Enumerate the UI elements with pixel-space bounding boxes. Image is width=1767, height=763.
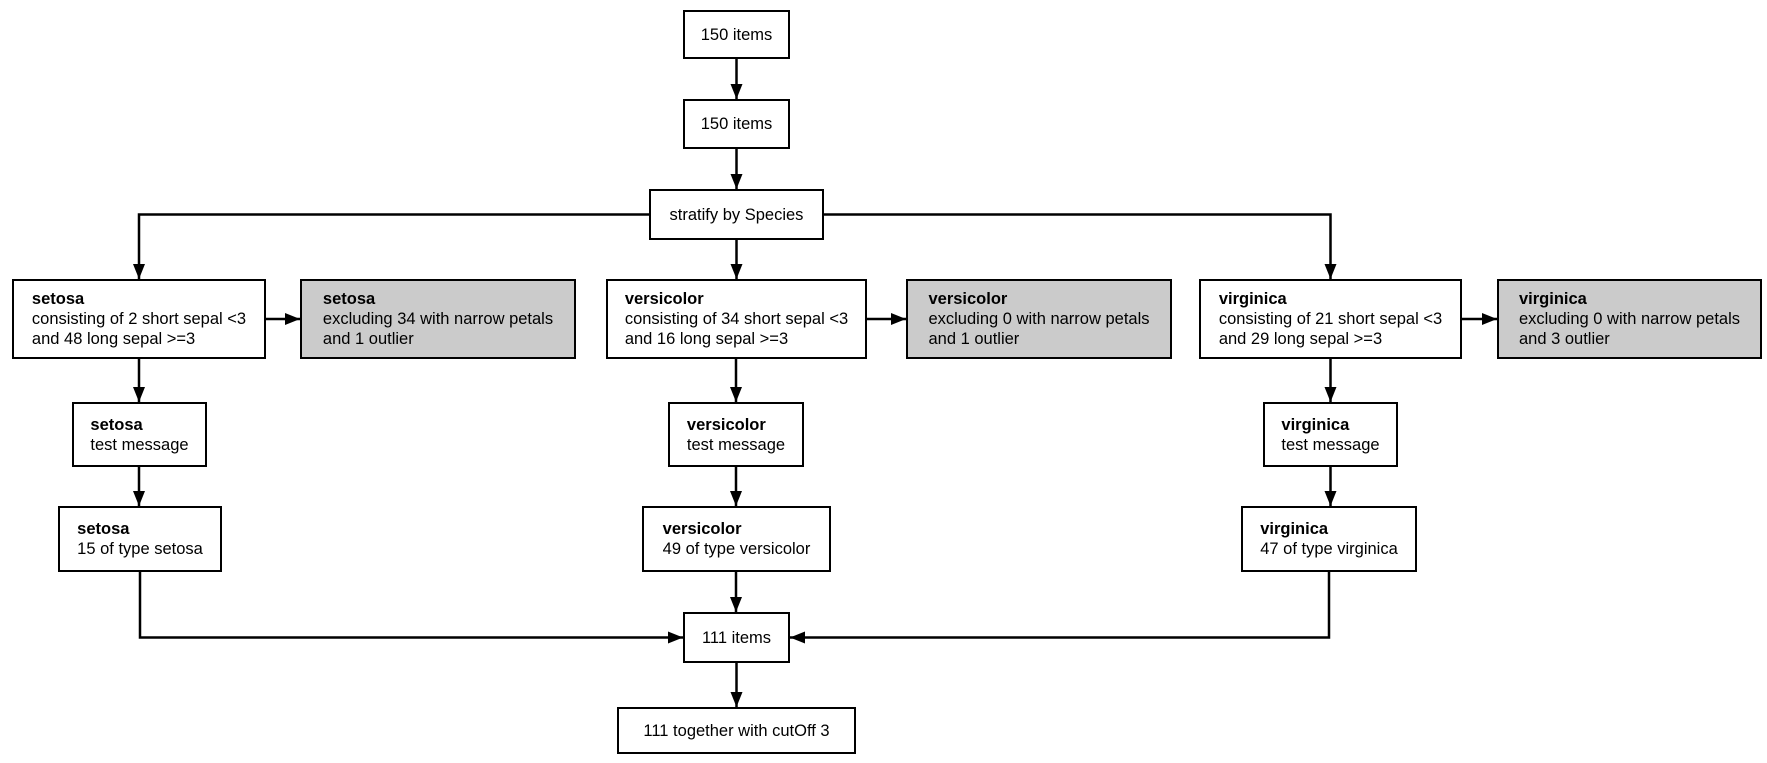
node-title: virginica: [1260, 520, 1329, 538]
node-line: 15 of type setosa: [77, 540, 203, 558]
edge-setosa-type-to-combined: [138, 572, 683, 644]
node-title: virginica: [1518, 290, 1587, 308]
node-label: 150 items: [700, 115, 773, 133]
node-versicolor-main: versicolor consisting of 34 short sepal …: [606, 279, 867, 359]
node-label: 111 items: [701, 628, 772, 647]
node-line: test message: [686, 435, 786, 454]
node-title: setosa: [322, 290, 376, 308]
node-line: and 16 long sepal >=3: [624, 330, 789, 348]
node-title: setosa: [77, 520, 130, 538]
node-setosa-type: setosa 15 of type setosa: [58, 506, 222, 572]
node-virginica-test: virginica test message: [1263, 402, 1398, 467]
node-line: and 29 long sepal >=3: [1218, 330, 1383, 348]
node-line: and 1 outlier: [928, 330, 1020, 348]
node-setosa-test: setosa test message: [72, 402, 207, 467]
node-virginica-main: virginica consisting of 21 short sepal <…: [1199, 279, 1462, 359]
node-line: excluding 0 with narrow petals: [928, 310, 1150, 328]
node-title: versicolor: [624, 290, 704, 308]
node-line: and 1 outlier: [322, 330, 414, 348]
node-setosa-excluded: setosa excluding 34 with narrow petals a…: [300, 279, 576, 359]
node-versicolor-test: versicolor test message: [668, 402, 804, 467]
node-final: 111 together with cutOff 3: [617, 707, 856, 754]
node-versicolor-excluded: versicolor excluding 0 with narrow petal…: [906, 279, 1172, 359]
edge-virginica-type-to-combined: [790, 572, 1331, 644]
node-virginica-type: virginica 47 of type virginica: [1241, 506, 1417, 572]
node-title: versicolor: [686, 415, 766, 434]
node-line: and 3 outlier: [1518, 330, 1610, 348]
node-combined: 111 items: [683, 612, 790, 663]
node-filtered-root: 150 items: [683, 99, 790, 149]
node-line: excluding 34 with narrow petals: [322, 310, 554, 328]
edge-stratify-to-virginica: [824, 213, 1337, 279]
node-title: versicolor: [928, 290, 1008, 308]
node-line: test message: [1281, 435, 1380, 454]
node-versicolor-type: versicolor 49 of type versicolor: [642, 506, 831, 572]
node-line: consisting of 34 short sepal <3: [624, 310, 849, 328]
node-line: and 48 long sepal >=3: [31, 330, 196, 348]
node-title: virginica: [1218, 290, 1287, 308]
node-line: 49 of type versicolor: [662, 540, 811, 558]
node-line: consisting of 21 short sepal <3: [1218, 310, 1443, 328]
node-line: excluding 0 with narrow petals: [1518, 310, 1741, 328]
node-root: 150 items: [683, 10, 790, 59]
node-setosa-main: setosa consisting of 2 short sepal <3 an…: [12, 279, 266, 359]
node-title: setosa: [90, 415, 143, 434]
edge-stratify-to-setosa: [133, 213, 649, 279]
node-title: setosa: [31, 290, 85, 308]
node-label: 150 items: [700, 25, 773, 44]
node-label: 111 together with cutOff 3: [643, 721, 830, 740]
node-line: consisting of 2 short sepal <3: [31, 310, 247, 328]
node-label: stratify by Species: [669, 205, 804, 224]
node-line: 47 of type virginica: [1260, 540, 1398, 558]
node-title: versicolor: [662, 520, 742, 538]
node-line: test message: [90, 435, 189, 454]
node-stratify: stratify by Species: [649, 189, 824, 240]
node-title: virginica: [1281, 415, 1350, 434]
node-virginica-excluded: virginica excluding 0 with narrow petals…: [1497, 279, 1762, 359]
